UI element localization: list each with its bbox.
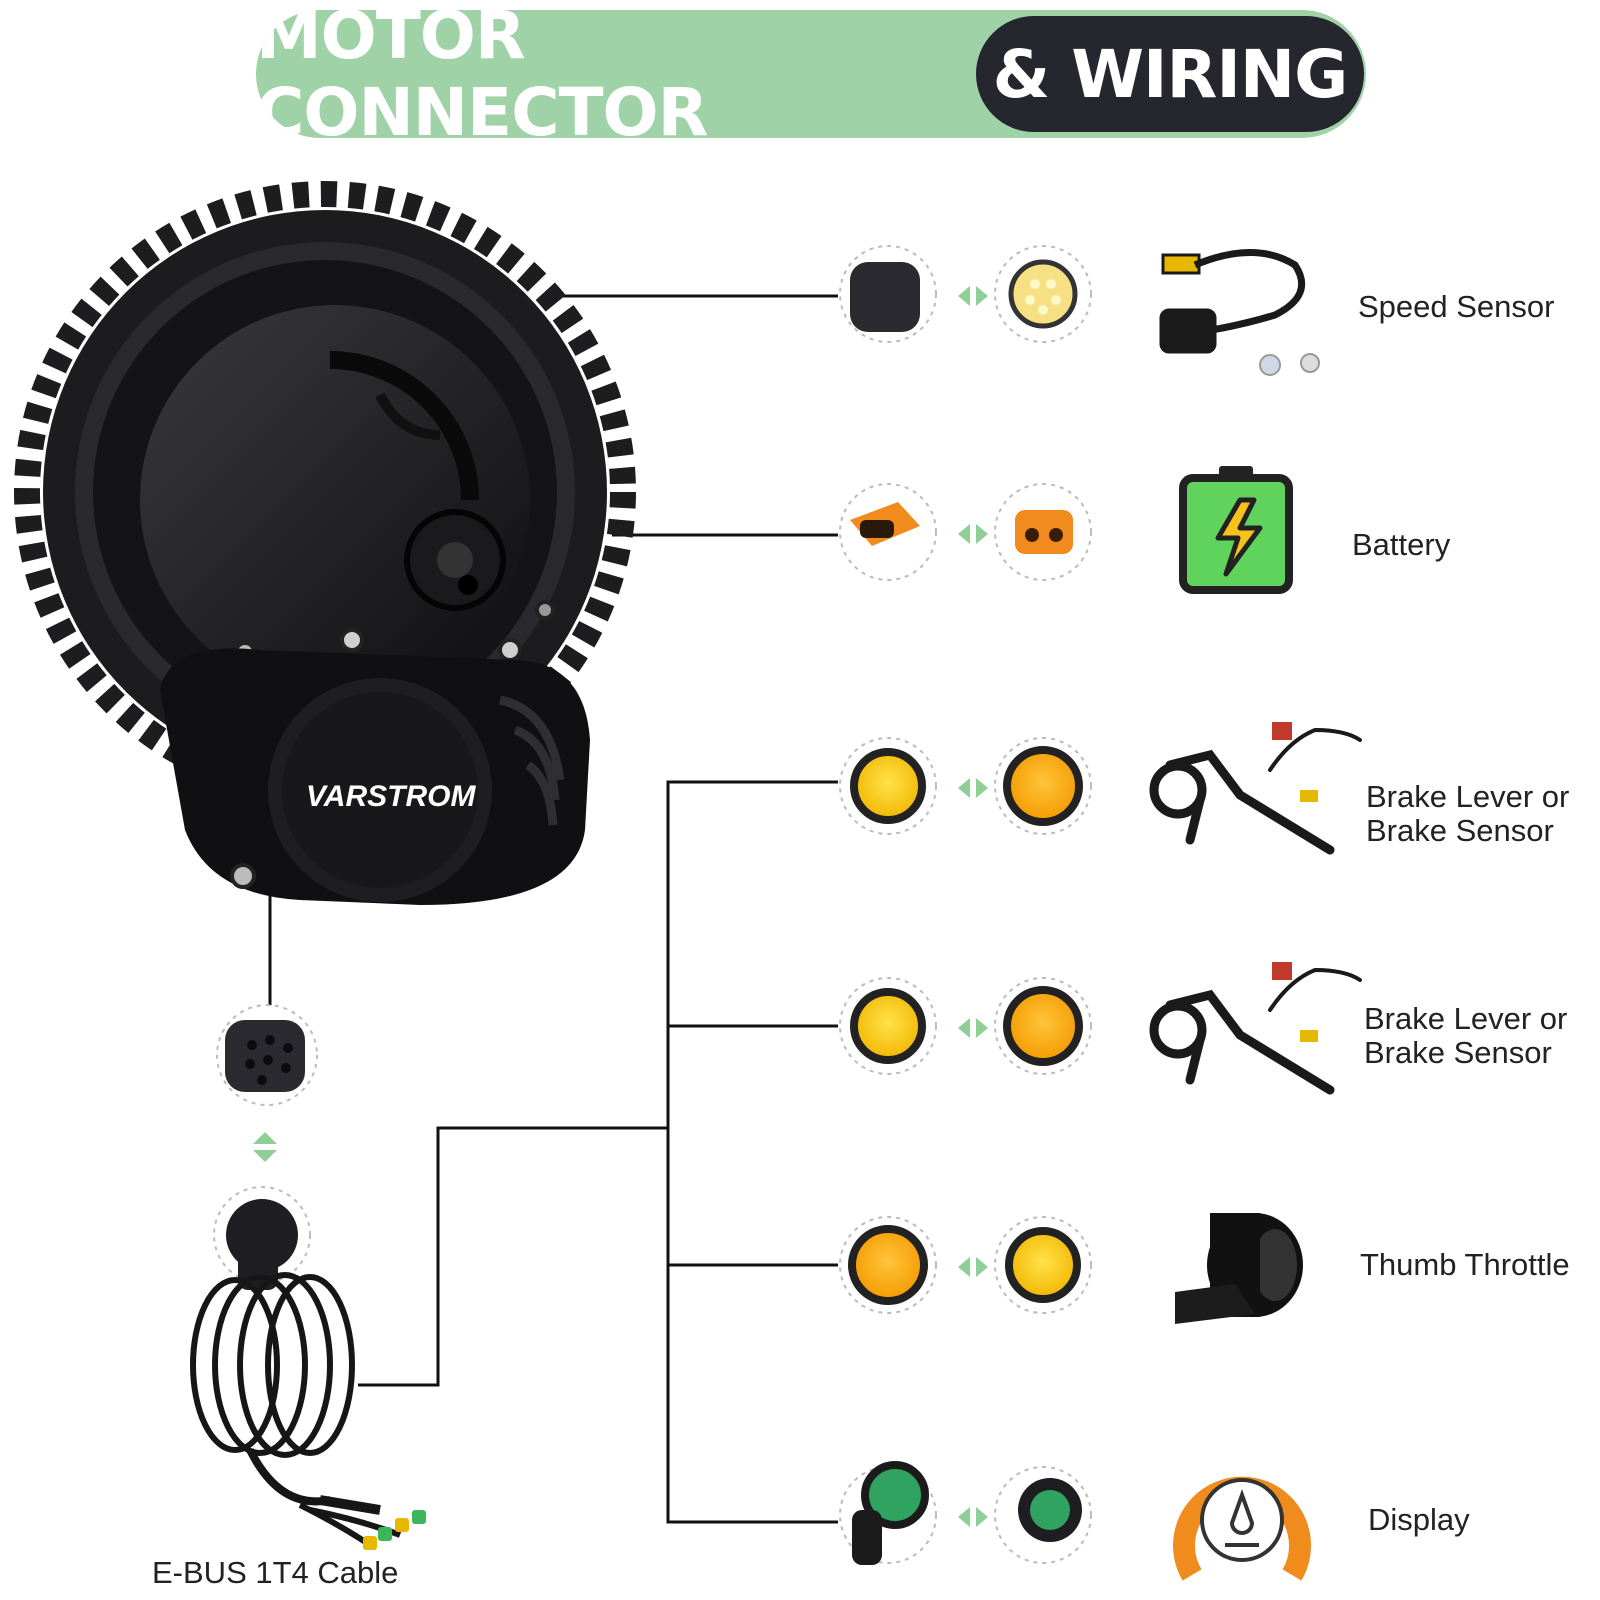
arrow-icon (958, 524, 988, 544)
arrow-icon (958, 286, 988, 306)
arrow-icon (253, 1132, 277, 1162)
label-thumb-throttle: Thumb Throttle (1360, 1247, 1570, 1282)
brake-lever-icon (1149, 962, 1362, 1095)
label-brake-1-line2: Brake Sensor (1366, 813, 1554, 848)
battery-icon (1179, 466, 1293, 594)
brake-lever-icon (1149, 722, 1362, 855)
arrow-icons (253, 286, 988, 1527)
connector-pair-brake-1 (839, 737, 1092, 835)
arrow-icon (958, 1018, 988, 1038)
wiring-lines (268, 294, 838, 1524)
label-brake-1-line1: Brake Lever or (1366, 779, 1570, 814)
label-speed-sensor: Speed Sensor (1358, 289, 1555, 324)
connector-icon (1003, 986, 1083, 1066)
motor-icon: VARSTROM (14, 181, 636, 905)
label-display: Display (1368, 1502, 1470, 1537)
arrow-icon (958, 1507, 988, 1527)
label-cable: E-BUS 1T4 Cable (152, 1555, 399, 1590)
label-brake-2-line1: Brake Lever or (1364, 1001, 1568, 1036)
connector-icon (1005, 1227, 1081, 1303)
connector-pair-thumb-throttle (839, 1216, 1092, 1314)
label-brake-2-line2: Brake Sensor (1364, 1035, 1552, 1070)
display-icon (1173, 1476, 1311, 1581)
arrow-icon (958, 1257, 988, 1277)
motor-output-connectors (213, 1004, 318, 1290)
banner-title-right: & WIRING (976, 16, 1364, 132)
connector-icon (861, 1461, 929, 1529)
arrow-icon (958, 778, 988, 798)
label-battery: Battery (1352, 527, 1451, 562)
connector-icon (1008, 259, 1078, 329)
connector-pair-speed-sensor (839, 245, 1092, 343)
banner-title-left: MOTOR CONNECTOR (256, 10, 709, 138)
cable-coil-icon (190, 1272, 402, 1548)
connector-icon (1015, 510, 1073, 554)
connector-icon (848, 1225, 928, 1305)
wire-bus-trunk (666, 780, 838, 1524)
connectors (253, 245, 1092, 1565)
connector-pair-display (839, 1461, 1092, 1565)
wire-to-cable (358, 1126, 668, 1387)
connector-icon (850, 262, 920, 332)
title-banner: MOTOR CONNECTOR & WIRING (256, 10, 1366, 138)
connector-icon (850, 748, 926, 824)
cable-tips (363, 1510, 426, 1550)
connector-icon (850, 988, 926, 1064)
connector-pair-battery (839, 483, 1092, 581)
thumb-throttle-icon (1175, 1213, 1303, 1324)
speed-sensor-icon (1159, 249, 1320, 376)
connector-icon (1003, 746, 1083, 826)
connector-pair-brake-2 (839, 977, 1092, 1075)
motor-brand-logo: VARSTROM (306, 780, 476, 813)
